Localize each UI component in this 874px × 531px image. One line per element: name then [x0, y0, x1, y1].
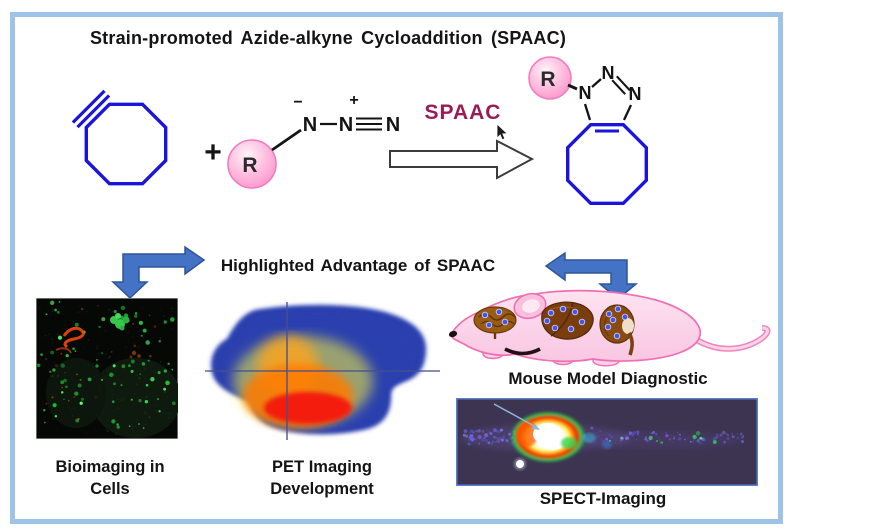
azide-structure: R N − N + N — [227, 92, 400, 189]
product-n3: N — [629, 84, 642, 104]
reaction-arrow — [389, 139, 535, 180]
spect-scan-image — [456, 398, 758, 486]
triazole-product-structure: R N N N — [528, 56, 648, 206]
azide-n1: N — [303, 114, 317, 136]
spaac-arrow-label: SPAAC — [425, 101, 502, 124]
tracer-dots — [481, 305, 629, 340]
azide-n3: N — [386, 114, 400, 136]
product-n2: N — [602, 63, 615, 83]
mouse-nose — [448, 330, 458, 338]
bioimaging-cells-image — [36, 298, 178, 439]
product-n1: N — [579, 83, 592, 103]
advantage-heading: Highlighted Advantage of SPAAC — [220, 256, 496, 275]
cyclooctyne-structure — [71, 89, 168, 186]
plus-sign: + — [204, 136, 222, 169]
pet-scan-image — [205, 302, 440, 440]
figure-title: Strain-promoted Azide-alkyne Cycloadditi… — [89, 28, 567, 48]
azide-minus-charge: − — [293, 94, 302, 111]
spect-panel-label: SPECT-Imaging — [539, 489, 667, 508]
green-cell-cluster — [110, 313, 130, 331]
reaction-scheme: + R N − N + N SPAAC R N N N — [71, 56, 648, 206]
product-r-circle — [528, 56, 572, 100]
mouse-illustration — [448, 289, 771, 367]
mouse-cursor-pointer — [496, 123, 509, 141]
red-cell-structure — [55, 326, 85, 354]
mouse-ear — [513, 292, 547, 320]
mouse-front-leg — [504, 347, 541, 356]
spect-annotation-arrow — [493, 403, 540, 430]
azide-plus-charge: + — [349, 92, 358, 109]
mouse-panel-label: Mouse Model Diagnostic — [508, 369, 708, 388]
pet-panel-label: PET Imaging Development — [270, 458, 374, 499]
azide-n2: N — [339, 114, 353, 136]
r-group-circle — [227, 139, 277, 189]
bioimaging-panel-label: Bioimaging in Cells — [55, 458, 165, 499]
product-r-label: R — [540, 68, 555, 91]
spect-secondary-spot — [516, 460, 524, 468]
r-group-label: R — [242, 154, 257, 177]
